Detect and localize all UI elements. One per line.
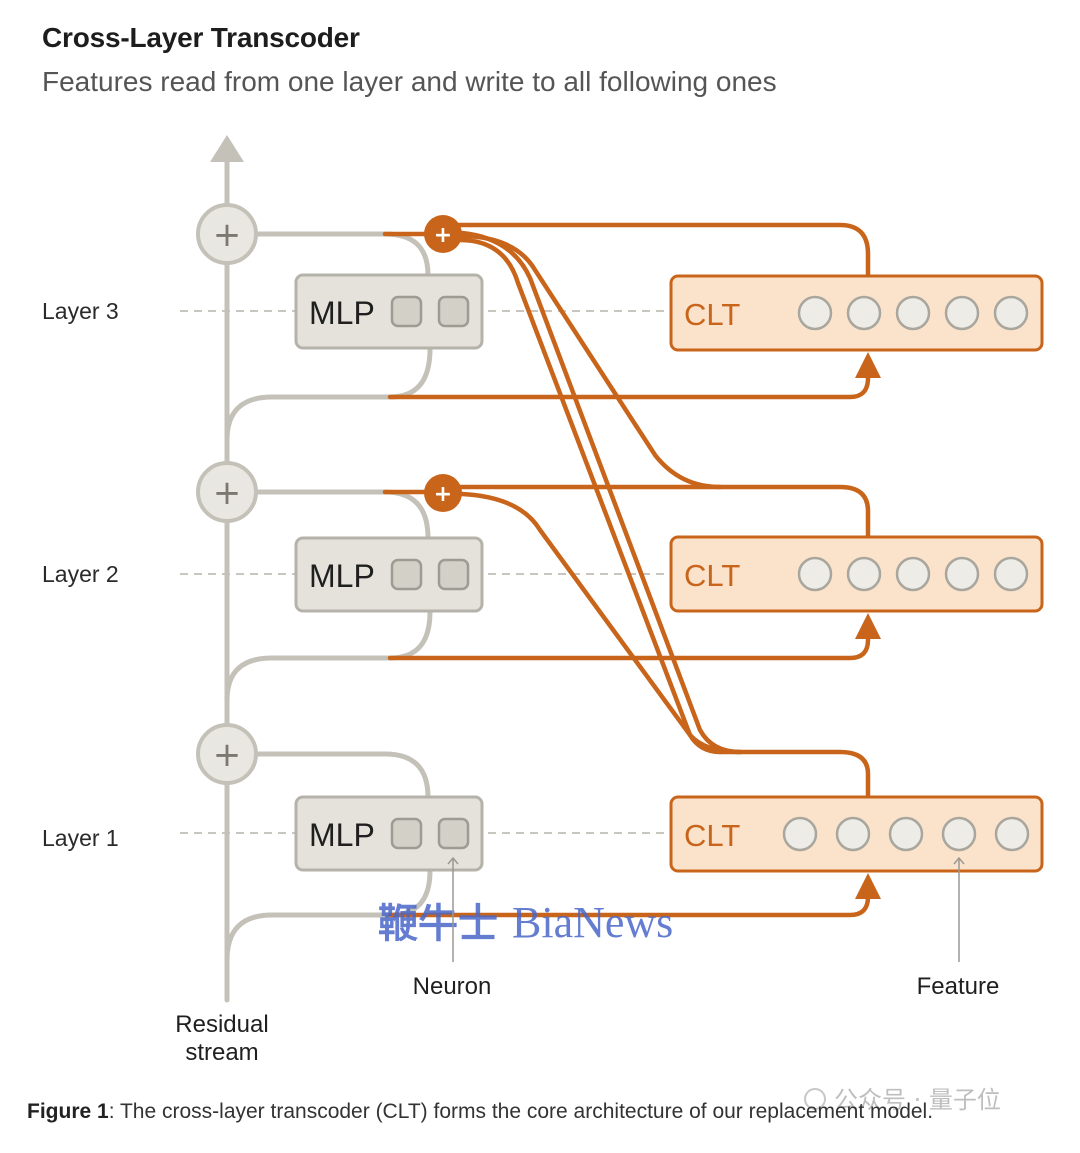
layer-1-feature-3 [888,816,924,852]
layer-2-mlp-input-path [224,655,393,703]
layer-1-label: Layer 1 [42,825,119,851]
layer-3-feature-1 [797,295,833,331]
wechat-watermark-icon [804,1088,826,1110]
layer-3-clt-write-path [452,222,871,279]
layer-1-mlp-top-path [253,751,431,800]
residual-stream-arrowhead [210,135,244,162]
layer-3-mlp-top-path [253,231,431,278]
clt-arrowheads [855,352,881,899]
layer-3-feature-2 [846,295,882,331]
layer-2-to-3-path [457,233,723,490]
page-subtitle: Features read from one layer and write t… [42,66,777,97]
layer-2-residual-add-node [196,461,258,523]
layer-1-feature-1 [782,816,818,852]
layer-2-clt-add-node [424,474,462,512]
layer-2-mlp-label: MLP [309,558,375,594]
layer-2-clt-label: CLT [684,558,740,593]
residual-add-nodes [196,203,258,785]
layer-1-mlp-box [294,795,484,872]
layer-1-residual-plus: + [213,735,242,775]
clt-features [782,295,1030,852]
layer-2-mlp-top-path [253,489,431,541]
layer-3-label: Layer 3 [42,298,119,324]
layer-3-mlp-bottom-path [387,346,433,400]
layer-3-clt-add-node [424,215,462,253]
layer-3-clt-label: CLT [684,297,740,332]
feature-annotation: Feature [917,973,1000,1000]
page-title: Cross-Layer Transcoder [42,22,360,53]
clt-add-nodes [424,215,462,512]
layer-2-residual-plus: + [213,473,242,513]
wechat-watermark: 公众号 · 量子位 [804,1086,1001,1114]
bianews-watermark-en: BiaNews [512,898,673,947]
layer-2-feature-1 [797,556,833,592]
layer-1-neuron-2 [437,817,470,850]
layer-2-label: Layer 2 [42,561,119,587]
layer-3-residual-plus: + [213,215,242,255]
layer-1-to-2-path [459,491,743,755]
residual-annotation-line2: stream [185,1039,258,1066]
layer-1-neuron-1 [390,817,423,850]
layer-1-feature-5 [994,816,1030,852]
caption-text: : The cross-layer transcoder (CLT) forms… [108,1100,934,1123]
layer-2-neuron-2 [437,558,470,591]
wechat-watermark-text: 公众号 · 量子位 [834,1086,1001,1114]
layer-1-clt-arrowhead [855,873,881,899]
layer-3-clt-arrowhead [855,352,881,378]
mlp-neurons [390,295,470,850]
layer-1-feature-4 [941,816,977,852]
layer-1-clt-label: CLT [684,818,740,853]
layer-3-neuron-2 [437,295,470,328]
layer-3-clt-plus: + [434,223,452,248]
clt-paths [382,222,871,918]
layer-1-clt-write-path [717,749,871,800]
layer-2-clt-write-path [452,484,871,539]
layer-1-residual-add-node [196,723,258,785]
layer-1-mlp-label: MLP [309,817,375,853]
layer-1-feature-2 [835,816,871,852]
layer-3-neuron-1 [390,295,423,328]
layer-2-clt-read-path [387,631,871,661]
layer-3-clt-read-path [387,369,871,400]
neuron-annotation: Neuron [413,973,492,1000]
layer-3-feature-4 [944,295,980,331]
caption-figure-label: Figure 1 [27,1100,109,1123]
layer-2-feature-2 [846,556,882,592]
layer-2-neuron-1 [390,558,423,591]
layer-3-feature-3 [895,295,931,331]
layer-2-mlp-box [294,536,484,613]
layer-3-mlp-label: MLP [309,295,375,331]
layer-3-feature-5 [993,295,1029,331]
layer-2-clt-arrowhead [855,613,881,639]
layer-1-mlp-input-path [224,912,393,963]
bianews-watermark-cn: 鞭牛士 [378,901,498,947]
mlp-boxes [294,273,484,872]
layer-2-clt-plus: + [434,482,452,507]
layer-3-mlp-input-path [224,394,393,443]
layer-1-to-3-path-a [457,237,723,755]
neuron-pointer-head [447,856,459,865]
layer-3-mlp-box [294,273,484,350]
bianews-watermark: 鞭牛士 BiaNews [378,898,673,947]
annotation-pointers [447,856,965,962]
figure-caption: Figure 1: The cross-layer transcoder (CL… [27,1100,933,1124]
layer-2-feature-3 [895,556,931,592]
residual-annotation-line1: Residual [175,1011,268,1038]
layer-3-residual-add-node [196,203,258,265]
layer-2-feature-4 [944,556,980,592]
layer-2-feature-5 [993,556,1029,592]
layer-2-mlp-bottom-path [387,609,433,661]
feature-pointer-head [953,856,965,865]
